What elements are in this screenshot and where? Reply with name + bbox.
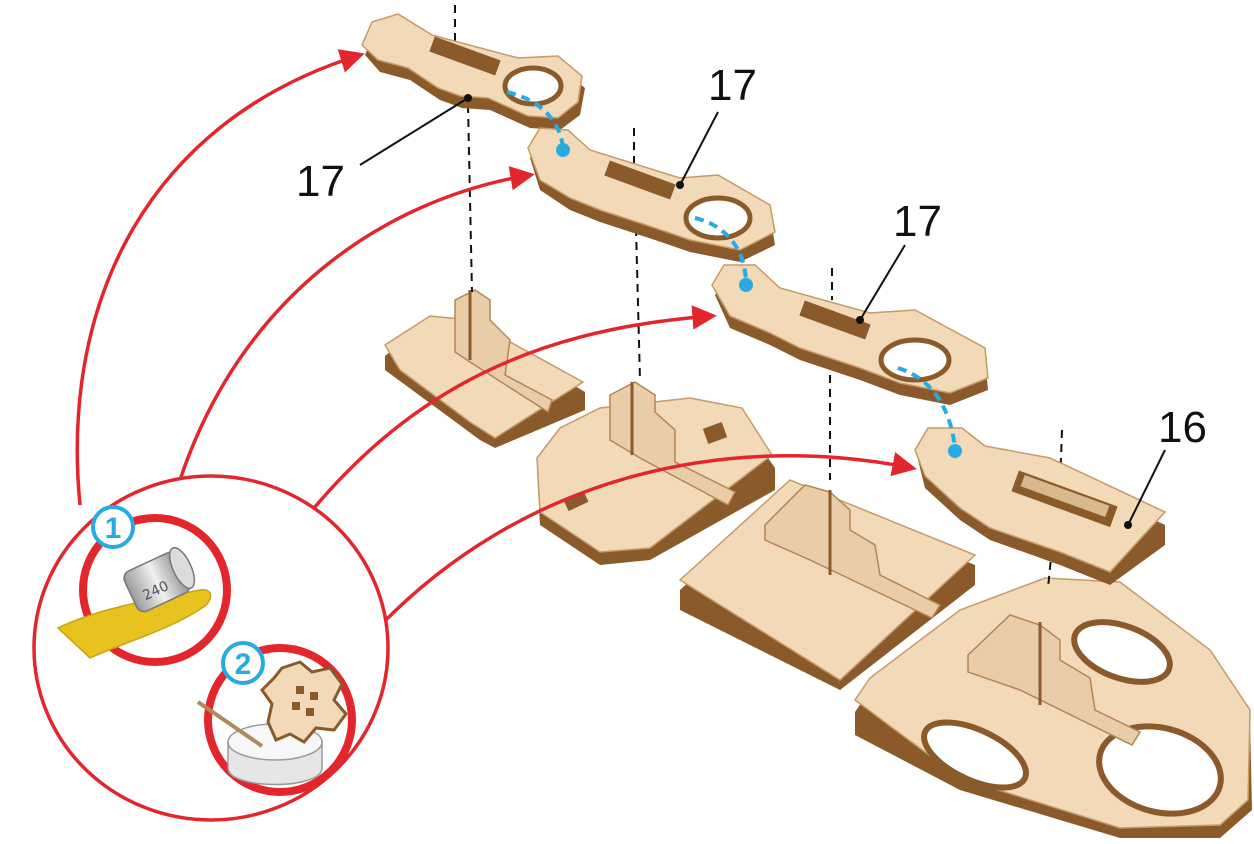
step2-number: 2 bbox=[235, 648, 252, 681]
upper-piece-17-c bbox=[712, 265, 988, 405]
part-label-17-c: 17 bbox=[893, 197, 942, 246]
glue-dot bbox=[948, 444, 962, 458]
base-piece-1 bbox=[385, 290, 585, 448]
part-label-17-a: 17 bbox=[296, 157, 345, 206]
glue-dot bbox=[739, 278, 753, 292]
arrow-to-piece-1 bbox=[77, 55, 360, 505]
preparation-circle: 240 1 2 bbox=[34, 476, 388, 820]
upper-piece-17-a bbox=[362, 14, 585, 130]
glue-dot bbox=[556, 143, 570, 157]
part-label-16: 16 bbox=[1158, 403, 1207, 452]
part-label-17-b: 17 bbox=[708, 61, 757, 110]
step1-number: 1 bbox=[105, 512, 122, 545]
